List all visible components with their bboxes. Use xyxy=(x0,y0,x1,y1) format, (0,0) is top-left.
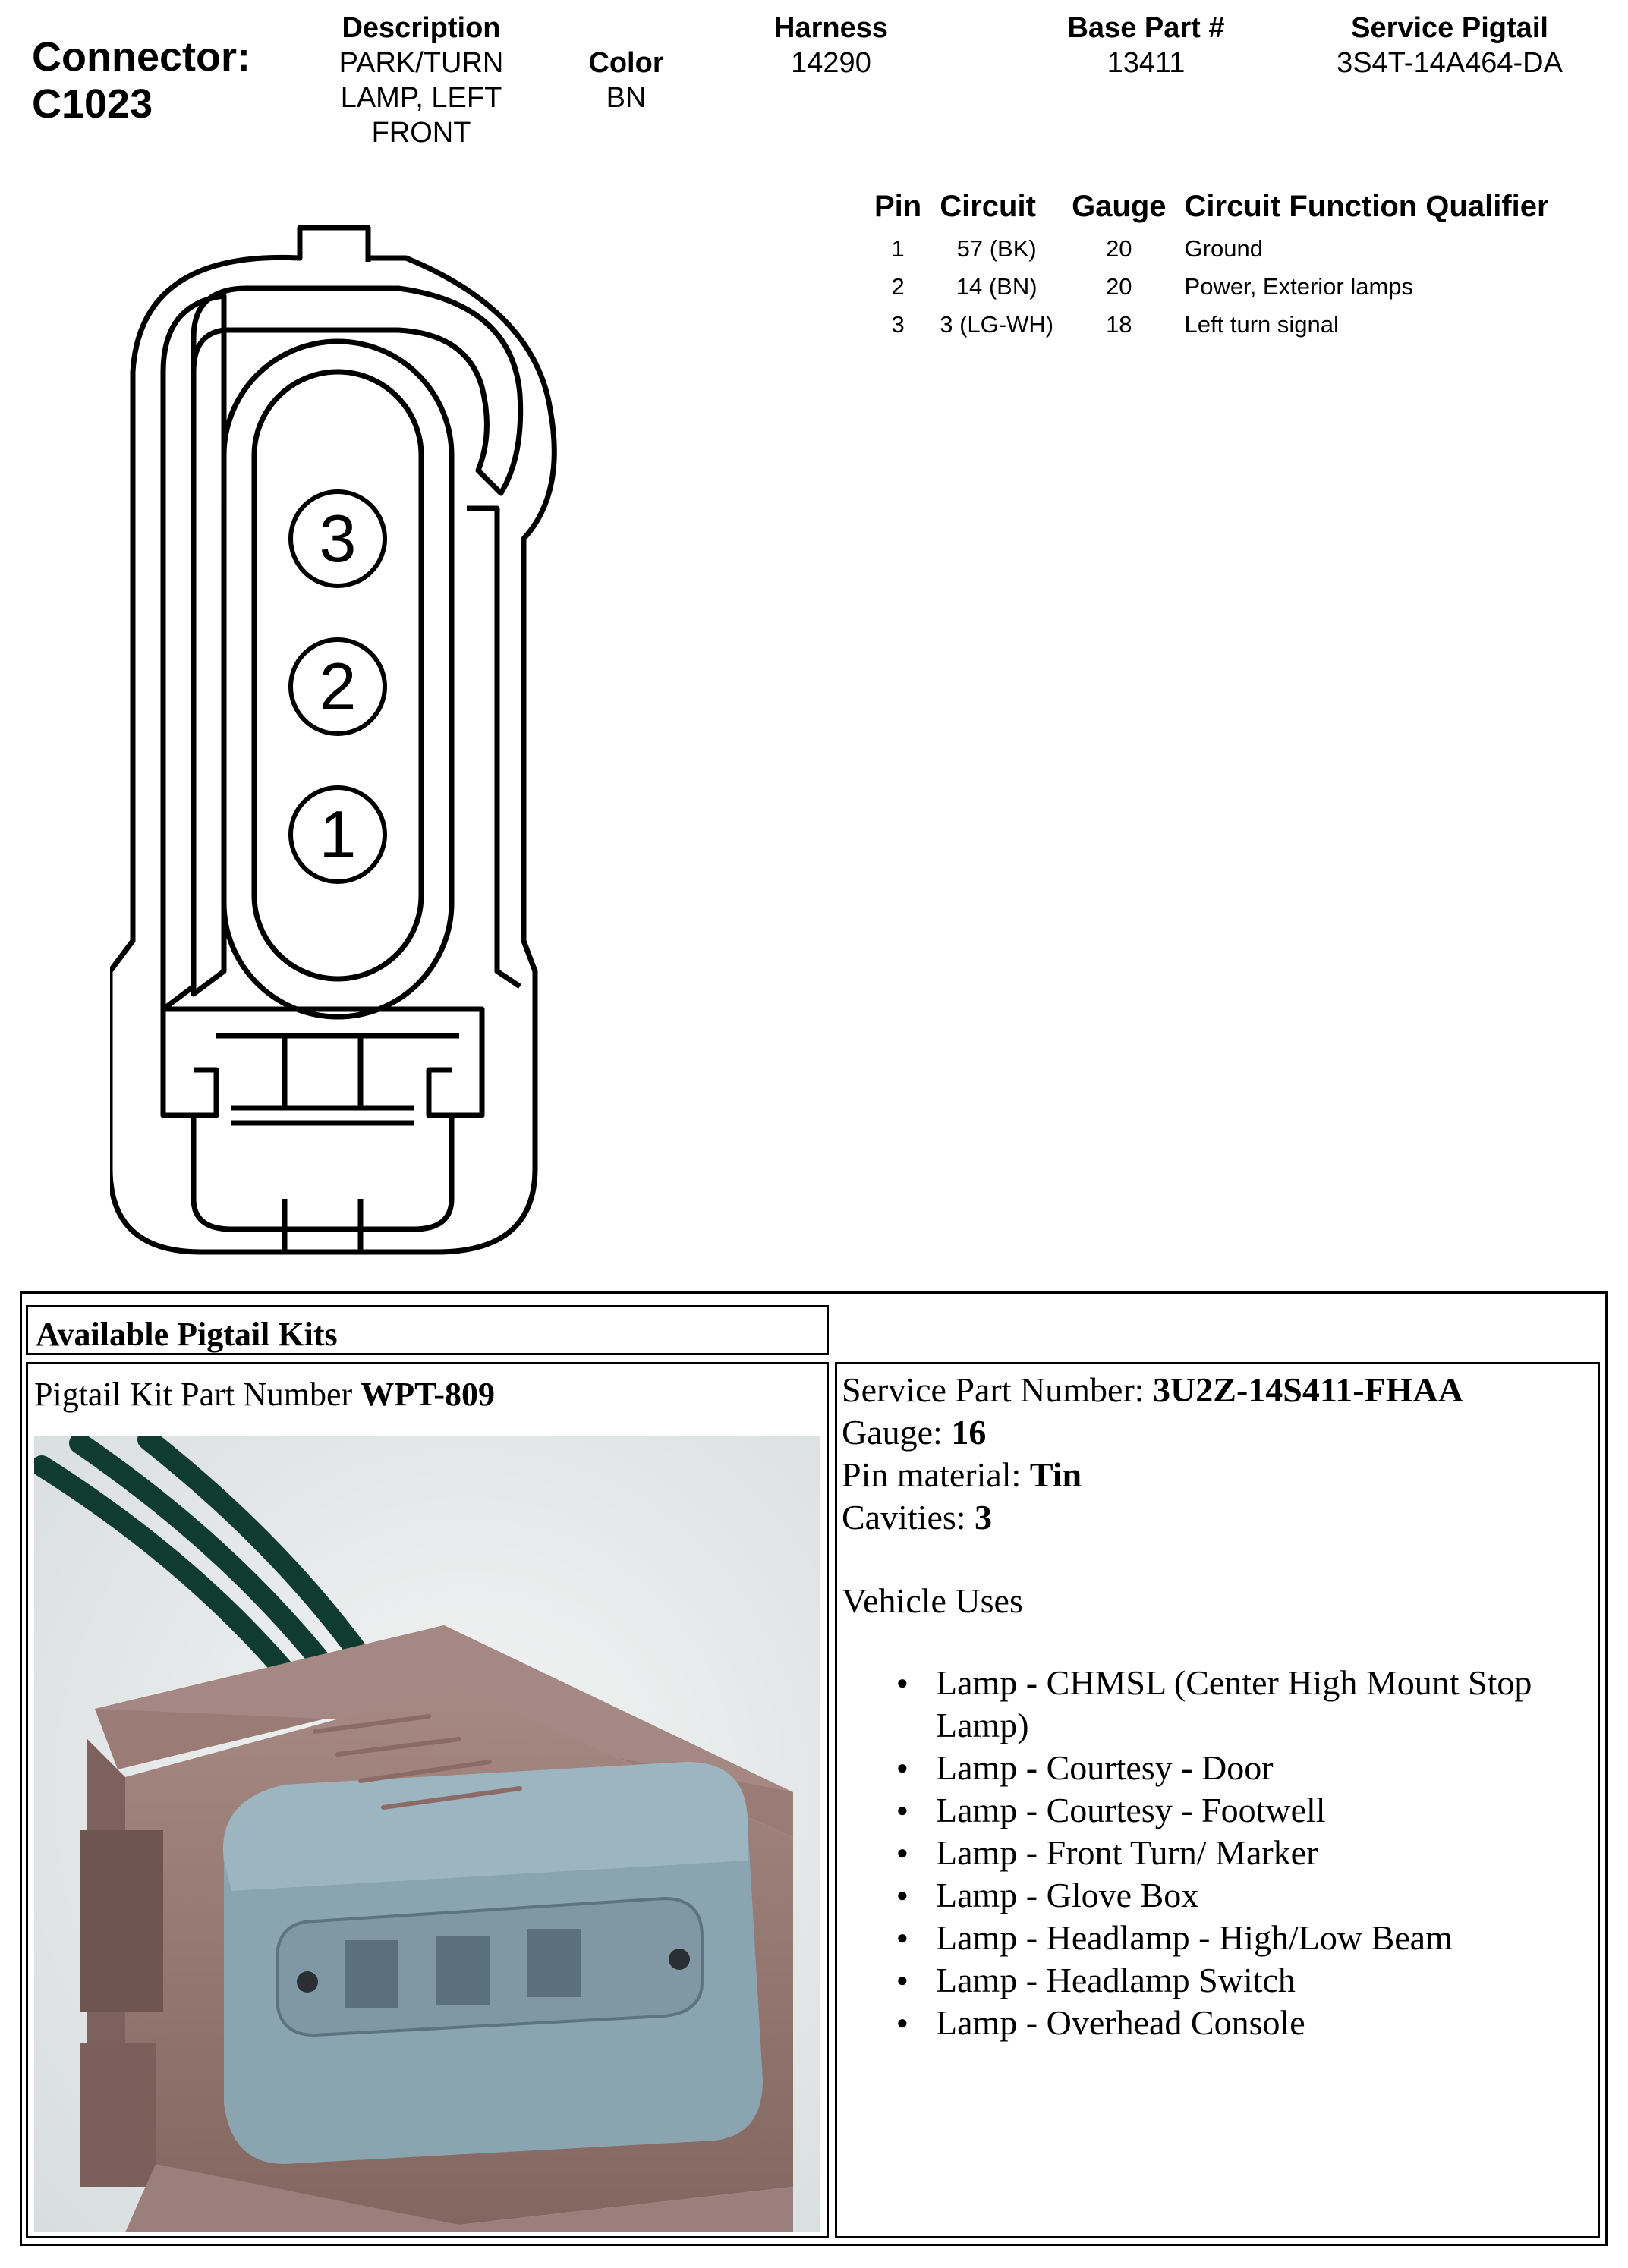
gauge-cell: 20 xyxy=(1106,273,1132,300)
pigtail-kits-header: Available Pigtail Kits xyxy=(26,1305,829,1355)
description-column: Description PARK/TURN LAMP, LEFT FRONT xyxy=(319,11,524,150)
description-label: Description xyxy=(342,12,501,44)
gauge-cell: 20 xyxy=(1106,235,1132,262)
pigtail-kits-frame xyxy=(20,1291,1608,2246)
connector-id: C1023 xyxy=(32,81,153,127)
latch-bar-mid xyxy=(231,1105,414,1126)
circuit-column-header: Circuit xyxy=(940,190,1036,223)
gauge-column-header: Gauge xyxy=(1072,190,1167,223)
kit-part-value: WPT-809 xyxy=(361,1376,496,1413)
spec-value: Tin xyxy=(1029,1455,1082,1494)
pin-cell: 2 xyxy=(891,273,905,300)
service-pigtail-value: 3S4T-14A464-DA xyxy=(1337,47,1563,79)
kit-part-number: Pigtail Kit Part Number WPT-809 xyxy=(34,1375,495,1414)
description-line: LAMP, LEFT xyxy=(340,82,502,114)
color-value: BN xyxy=(606,82,647,114)
color-label: Color xyxy=(588,47,664,79)
pin-table-header: Pin Circuit Gauge Circuit Function Quali… xyxy=(865,190,1558,230)
pin-column-header: Pin xyxy=(874,190,922,223)
harness-value: 14290 xyxy=(791,47,871,79)
kit-part-label: Pigtail Kit Part Number xyxy=(34,1376,361,1413)
gauge-spec: Gauge: 16 xyxy=(842,1411,1589,1454)
spec-value: 3U2Z-14S411-FHAA xyxy=(1153,1370,1463,1409)
list-item: Lamp - Courtesy - Footwell xyxy=(896,1789,1589,1832)
table-row: 3 3 (LG-WH) 18 Left turn signal xyxy=(865,306,1558,344)
inner-left-wall xyxy=(160,293,227,1012)
base-part-label: Base Part # xyxy=(1067,12,1225,44)
pin-2-label: 2 xyxy=(320,649,357,724)
spec-label: Pin material: xyxy=(842,1455,1030,1494)
description-line: PARK/TURN xyxy=(339,47,504,79)
list-item: Lamp - Headlamp - High/Low Beam xyxy=(896,1917,1589,1959)
harness-column: Harness 14290 xyxy=(744,11,918,80)
pin-table: Pin Circuit Gauge Circuit Function Quali… xyxy=(865,190,1558,344)
function-cell: Ground xyxy=(1184,235,1263,262)
circuit-cell: 14 (BN) xyxy=(956,273,1038,300)
harness-label: Harness xyxy=(774,12,888,44)
list-item: Lamp - Overhead Console xyxy=(896,2002,1589,2044)
description-line: FRONT xyxy=(371,117,471,149)
pin-3-circle xyxy=(288,489,387,588)
list-item: Lamp - Glove Box xyxy=(896,1874,1589,1917)
spec-value: 16 xyxy=(951,1413,987,1452)
pin-3-label: 3 xyxy=(320,501,357,576)
pin-cell: 1 xyxy=(891,235,905,262)
circuit-cell: 57 (BK) xyxy=(956,235,1037,262)
bottom-tab xyxy=(282,1199,364,1252)
cavity-outer-oval xyxy=(221,338,455,1020)
table-row: 1 57 (BK) 20 Ground xyxy=(865,230,1558,268)
list-item: Lamp - CHMSL (Center High Mount Stop Lam… xyxy=(896,1662,1589,1747)
connector-title: Connector: C1023 xyxy=(32,33,250,127)
pin-2-circle xyxy=(288,637,387,736)
cavity-inner-oval xyxy=(251,369,424,982)
spec-label: Gauge: xyxy=(842,1413,952,1452)
spec-value: 3 xyxy=(975,1498,993,1537)
list-item: Lamp - Courtesy - Door xyxy=(896,1747,1589,1789)
function-column-header: Circuit Function Qualifier xyxy=(1184,190,1549,223)
cavities-spec: Cavities: 3 xyxy=(842,1496,1589,1539)
pin-material-spec: Pin material: Tin xyxy=(842,1454,1589,1496)
connector-inner-wall xyxy=(191,285,524,997)
latch-tab xyxy=(300,225,371,262)
connector-face-diagram: 3 2 1 xyxy=(110,225,557,1255)
bottom-latch-frame xyxy=(160,1006,485,1232)
vehicle-uses-list: Lamp - CHMSL (Center High Mount Stop Lam… xyxy=(842,1662,1589,2044)
base-part-column: Base Part # 13411 xyxy=(1040,11,1252,80)
spec-label: Service Part Number: xyxy=(842,1370,1154,1409)
service-pigtail-column: Service Pigtail 3S4T-14A464-DA xyxy=(1305,11,1594,80)
function-cell: Power, Exterior lamps xyxy=(1184,273,1414,300)
latch-side-right xyxy=(426,1067,452,1118)
spec-label: Cavities: xyxy=(842,1498,975,1537)
vehicle-uses-title: Vehicle Uses xyxy=(842,1581,1023,1620)
pin-1-label: 1 xyxy=(320,797,357,872)
list-item: Lamp - Front Turn/ Marker xyxy=(896,1832,1589,1874)
pigtail-specs-cell: Service Part Number: 3U2Z-14S411-FHAA Ga… xyxy=(835,1362,1600,2238)
specs-block: Service Part Number: 3U2Z-14S411-FHAA Ga… xyxy=(842,1369,1589,2044)
base-part-value: 13411 xyxy=(1107,47,1186,79)
pigtail-connector-photo xyxy=(34,1436,820,2232)
circuit-cell: 3 (LG-WH) xyxy=(940,311,1054,338)
pigtail-kit-cell: Pigtail Kit Part Number WPT-809 xyxy=(26,1362,829,2238)
service-pigtail-label: Service Pigtail xyxy=(1351,12,1548,44)
color-column: Color BN xyxy=(562,46,691,115)
pin-1-circle xyxy=(288,785,387,884)
gauge-cell: 18 xyxy=(1106,311,1132,338)
service-part-number: Service Part Number: 3U2Z-14S411-FHAA xyxy=(842,1369,1589,1411)
connector-label: Connector: xyxy=(32,34,250,80)
inner-right-wall xyxy=(467,505,521,989)
pin-cell: 3 xyxy=(891,311,905,338)
table-row: 2 14 (BN) 20 Power, Exterior lamps xyxy=(865,268,1558,306)
function-cell: Left turn signal xyxy=(1184,311,1339,338)
latch-side-left xyxy=(194,1067,219,1118)
list-item: Lamp - Headlamp Switch xyxy=(896,1959,1589,2002)
connector-outer-outline xyxy=(110,225,557,1255)
